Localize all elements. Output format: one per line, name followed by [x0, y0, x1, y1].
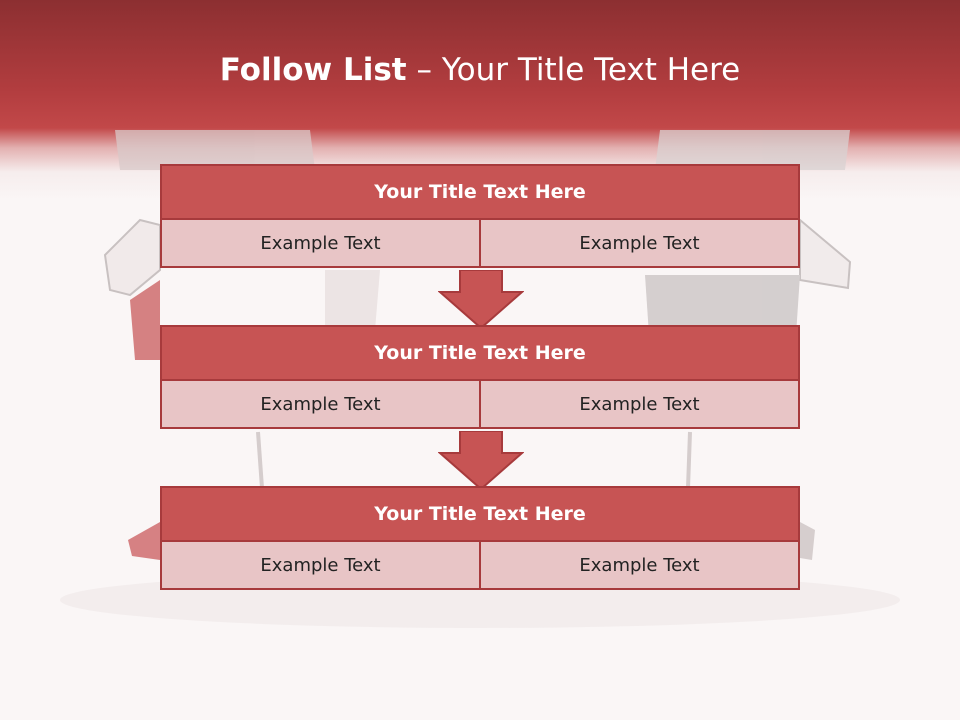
left-chair-illustration [103, 130, 380, 560]
step-cell-right: Example Text [479, 379, 800, 429]
step-cell-left: Example Text [160, 379, 481, 429]
step-title: Your Title Text Here [160, 325, 800, 381]
step-cell-right: Example Text [479, 540, 800, 590]
step-cell-right: Example Text [479, 218, 800, 268]
step-2: Your Title Text Here Example Text Exampl… [160, 325, 800, 429]
step-cell-left: Example Text [160, 540, 481, 590]
step-3: Your Title Text Here Example Text Exampl… [160, 486, 800, 590]
down-arrow-icon [438, 431, 524, 491]
title-bold: Follow List [219, 52, 407, 88]
step-1: Your Title Text Here Example Text Exampl… [160, 164, 800, 268]
step-title: Your Title Text Here [160, 164, 800, 220]
slide-title: Follow List – Your Title Text Here [0, 52, 960, 88]
step-cell-left: Example Text [160, 218, 481, 268]
title-rest: – Your Title Text Here [406, 52, 741, 88]
down-arrow-icon [438, 270, 524, 330]
step-title: Your Title Text Here [160, 486, 800, 542]
